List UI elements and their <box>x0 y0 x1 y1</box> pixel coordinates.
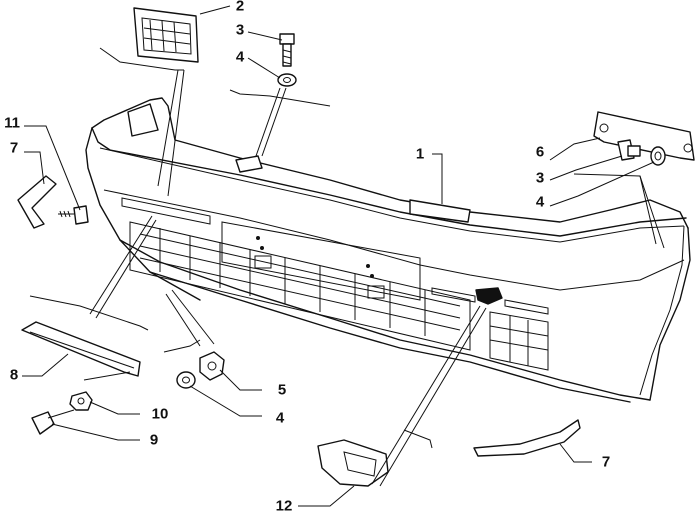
callout-4-bottom: 4 <box>275 409 285 427</box>
part-4-washer-right <box>650 146 666 166</box>
part-8-strip <box>21 321 141 377</box>
callout-11: 11 <box>4 114 20 132</box>
part-12-cover <box>317 439 389 487</box>
callout-3: 3 <box>235 21 245 39</box>
callout-4-right: 4 <box>535 193 545 211</box>
part-4-washer-top <box>277 73 297 87</box>
callout-12: 12 <box>275 497 293 515</box>
part-6-bracket <box>593 111 695 161</box>
callout-5: 5 <box>277 381 287 399</box>
callout-9: 9 <box>149 431 159 449</box>
leader-lines <box>22 5 665 507</box>
part-11-screw <box>58 205 89 225</box>
part-2-mesh-insert <box>133 7 199 63</box>
callout-7-right: 7 <box>601 453 611 471</box>
part-3-bolt-top <box>279 33 295 67</box>
part-7-left-bracket <box>17 175 57 229</box>
part-9-clip <box>31 409 75 435</box>
callout-2: 2 <box>235 0 245 15</box>
part-10-nut <box>69 391 93 411</box>
callout-6: 6 <box>535 143 545 161</box>
part-4-washer-bottom <box>176 371 196 389</box>
callout-10: 10 <box>151 405 169 423</box>
part-3-bolt-right <box>617 139 641 161</box>
callout-4: 4 <box>235 48 245 66</box>
callout-8: 8 <box>9 366 19 384</box>
callout-3-right: 3 <box>535 169 545 187</box>
part-7-trim-strip <box>473 419 581 457</box>
part-5-nut <box>199 351 225 381</box>
callout-1: 1 <box>415 145 425 163</box>
front-bumper <box>85 97 691 403</box>
callout-7: 7 <box>9 139 19 157</box>
